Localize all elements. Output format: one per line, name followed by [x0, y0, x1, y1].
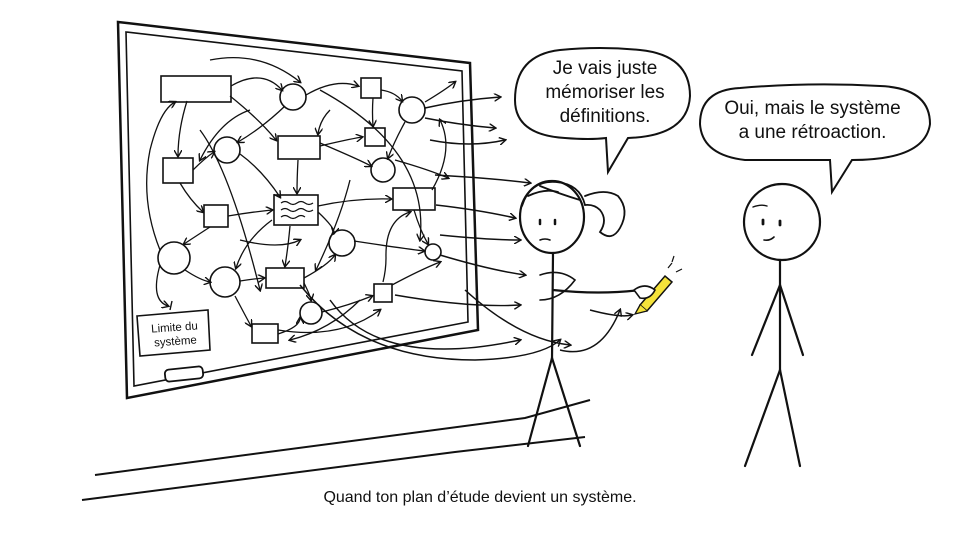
girl-body — [550, 251, 555, 362]
speech-bubble-girl — [513, 47, 692, 176]
girl-arm — [551, 288, 642, 294]
node-circle — [328, 229, 356, 257]
node-box — [160, 75, 232, 103]
node-circle — [213, 136, 241, 164]
node-box — [373, 283, 393, 303]
man-head — [742, 182, 822, 262]
eraser — [163, 365, 205, 383]
node-box — [277, 135, 321, 160]
girl-speech-line: définitions. — [559, 106, 651, 127]
girl-speech-text: Je vais juste mémoriser les définitions. — [520, 57, 690, 129]
man-arm-right — [778, 283, 805, 357]
man-speech-text: Oui, mais le système a une rétroaction. — [705, 97, 920, 145]
diagram-arrows — [146, 57, 455, 340]
sticky-note — [136, 300, 211, 357]
girl-hair — [521, 181, 586, 207]
whiteboard — [116, 20, 480, 400]
girl-leg-left — [526, 356, 554, 448]
escaping-arrows — [299, 97, 632, 361]
man-speech-line: Oui, mais le système — [724, 98, 901, 119]
man-speech-line: a une rétroaction. — [738, 122, 887, 143]
girl-ponytail — [584, 191, 626, 238]
man-leg-right — [778, 368, 802, 468]
man-arm-left — [750, 283, 782, 357]
girl-leg-right — [550, 356, 582, 448]
floor — [81, 399, 591, 501]
node-box — [162, 157, 194, 184]
node-circle — [398, 96, 426, 124]
node-box — [392, 187, 436, 211]
node-circle — [424, 243, 442, 261]
sticky-note-text: Limite du système — [138, 319, 212, 352]
node-box — [265, 267, 305, 289]
caption: Quand ton plan d’étude devient un systèm… — [323, 489, 637, 506]
node-box — [364, 127, 386, 147]
girl-speech-line: Je vais juste — [552, 58, 658, 79]
node-box — [203, 204, 229, 228]
node-circle — [157, 241, 191, 275]
node-box — [360, 77, 382, 99]
node-circle — [209, 266, 241, 298]
man-leg-left — [743, 368, 782, 468]
node-circle — [279, 83, 307, 111]
man-figure — [742, 182, 822, 468]
girl-figure — [518, 179, 642, 448]
speech-bubble-man — [698, 83, 932, 196]
node-box — [251, 323, 279, 344]
marker-icon — [632, 255, 683, 315]
scribble-text — [280, 200, 314, 220]
girl-speech-line: mémoriser les — [545, 82, 665, 103]
node-circle — [370, 157, 396, 183]
